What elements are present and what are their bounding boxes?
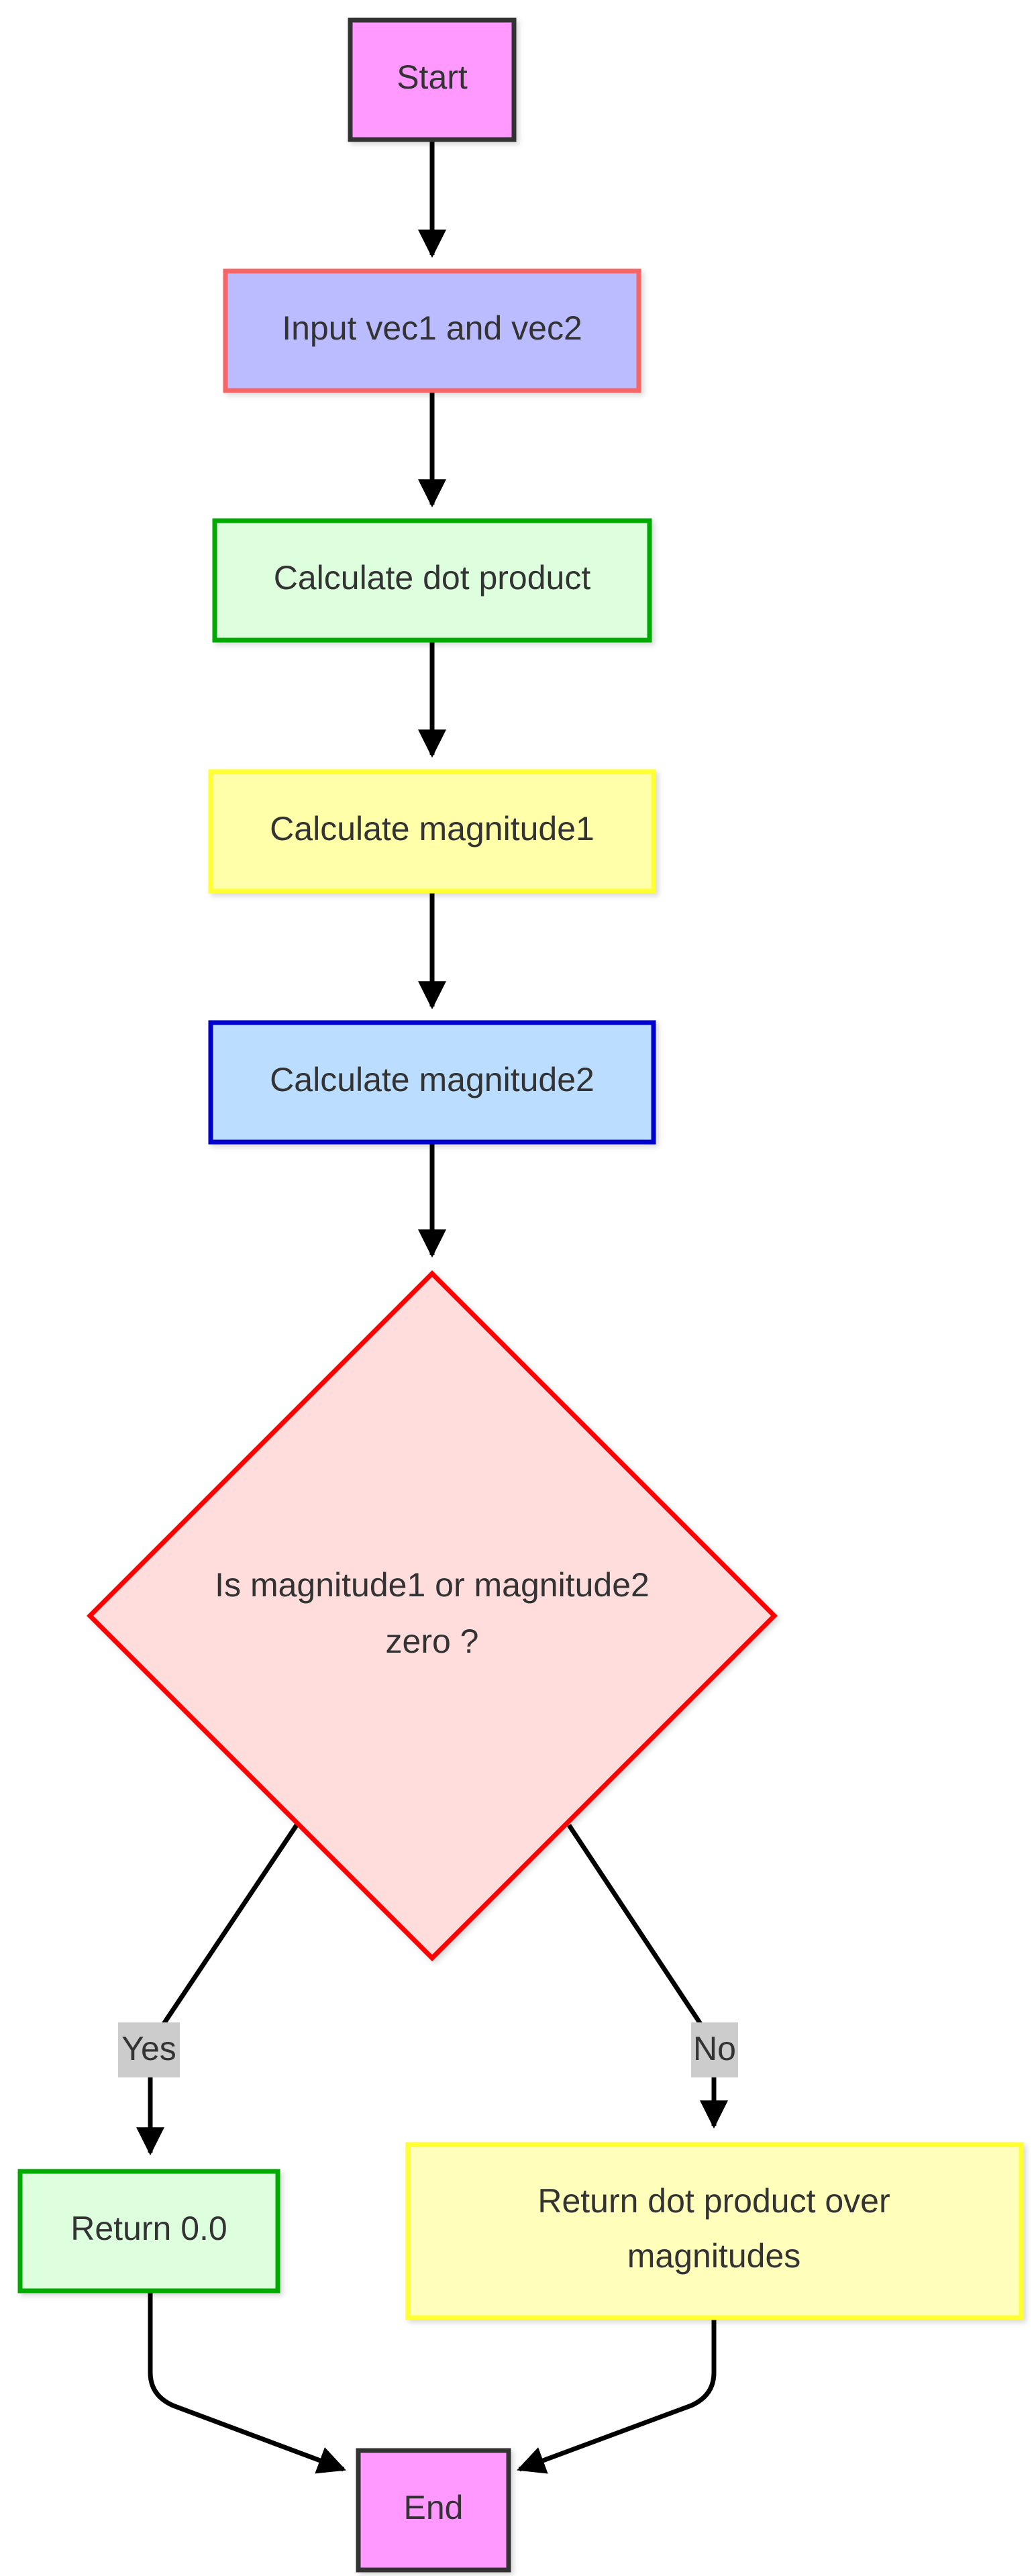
node-calculate-dot-product-box bbox=[212, 518, 652, 643]
node-start: Start bbox=[348, 17, 517, 142]
node-calculate-dot-product-label: Calculate dot product bbox=[274, 559, 591, 597]
node-calculate-magnitude1-label: Calculate magnitude1 bbox=[270, 810, 594, 847]
node-calculate-dot-product: Calculate dot product bbox=[212, 518, 652, 643]
node-return-zero-box bbox=[17, 2169, 280, 2294]
node-calculate-magnitude2-box bbox=[208, 1020, 656, 1145]
edge-label-no: No bbox=[691, 2022, 738, 2077]
edge-label-no-background bbox=[691, 2022, 738, 2077]
edge-label-yes-text: Yes bbox=[121, 2030, 176, 2067]
node-end-box bbox=[356, 2448, 511, 2573]
node-input-vectors: Input vec1 and vec2 bbox=[223, 268, 641, 393]
node-return-zero-label: Return 0.0 bbox=[70, 2210, 227, 2247]
node-return-dot-over-magnitudes: Return dot product over magnitudes bbox=[405, 2142, 1024, 2320]
node-end: End bbox=[356, 2448, 511, 2573]
node-return-zero: Return 0.0 bbox=[17, 2169, 280, 2294]
node-return-dot-over-magnitudes-box bbox=[405, 2142, 1024, 2320]
edge-decision-to-return-dot bbox=[567, 1824, 728, 2129]
edge-return-zero-to-end bbox=[148, 2291, 346, 2474]
node-return-dot-label-line1: Return dot product over bbox=[537, 2182, 890, 2220]
node-return-dot-label-line2: magnitudes bbox=[627, 2237, 801, 2275]
node-decision-magnitude-zero-diamond bbox=[87, 1270, 778, 1961]
node-calculate-magnitude1-box bbox=[208, 769, 656, 894]
node-calculate-magnitude1: Calculate magnitude1 bbox=[208, 769, 656, 894]
node-end-label: End bbox=[404, 2489, 464, 2526]
node-calculate-magnitude2-label: Calculate magnitude2 bbox=[270, 1061, 594, 1098]
node-start-label: Start bbox=[397, 58, 468, 96]
node-decision-label-line2: zero ? bbox=[386, 1622, 479, 1660]
node-input-vectors-box bbox=[223, 268, 641, 393]
edge-label-no-text: No bbox=[693, 2030, 736, 2067]
node-calculate-magnitude2: Calculate magnitude2 bbox=[208, 1020, 656, 1145]
edge-label-yes-background bbox=[118, 2022, 180, 2077]
node-input-vectors-label: Input vec1 and vec2 bbox=[282, 309, 582, 347]
node-decision-label-line1: Is magnitude1 or magnitude2 bbox=[215, 1566, 650, 1604]
edge-return-dot-to-end bbox=[517, 2318, 717, 2474]
node-decision-magnitude-zero: Is magnitude1 or magnitude2 zero ? bbox=[87, 1270, 778, 1961]
node-start-box bbox=[348, 17, 517, 142]
edge-decision-to-return-zero bbox=[136, 1824, 299, 2156]
edge-label-yes: Yes bbox=[118, 2022, 180, 2077]
